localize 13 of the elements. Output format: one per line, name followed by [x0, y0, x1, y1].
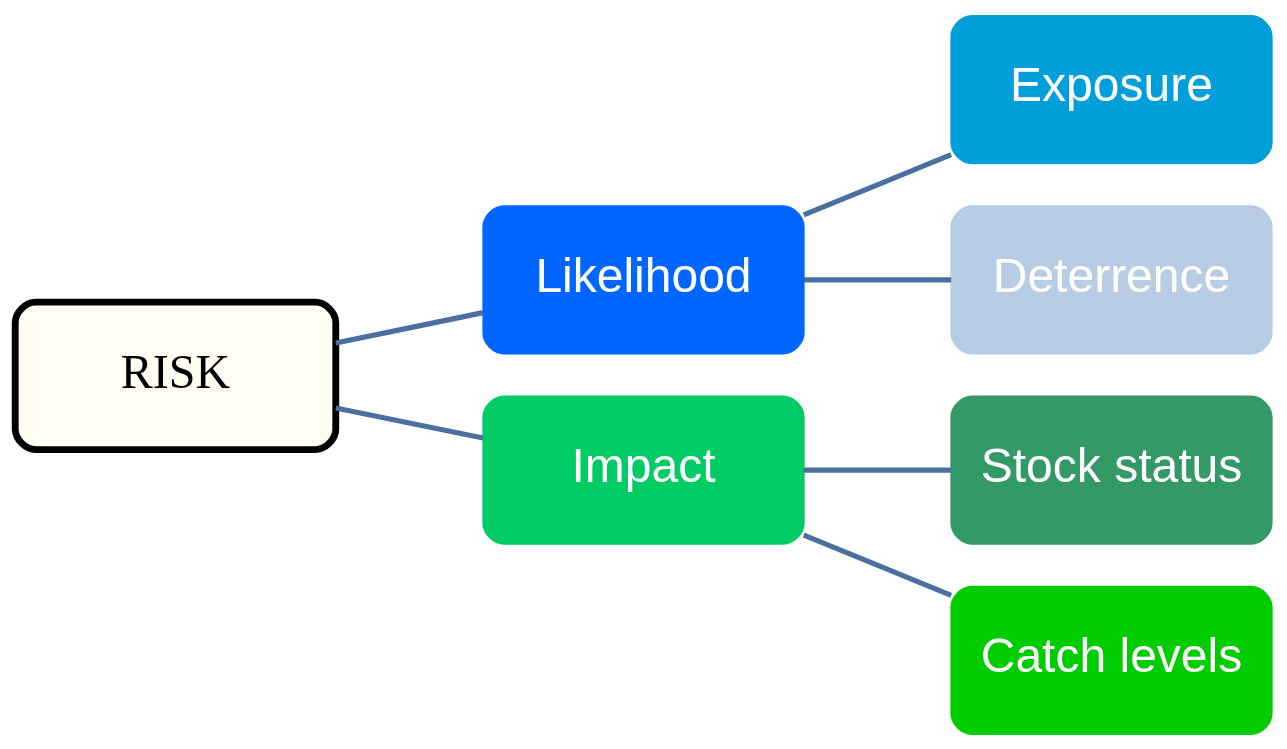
node-box: Catch levels: [950, 585, 1273, 735]
connector: [803, 276, 952, 282]
connector: [335, 405, 484, 440]
connector: [803, 467, 952, 473]
node-box: RISK: [11, 298, 340, 453]
node-box: Impact: [482, 395, 805, 545]
connector: [802, 151, 953, 217]
node-box: Exposure: [950, 14, 1273, 164]
node-box: Deterrence: [950, 204, 1273, 354]
node-box: Stock status: [950, 395, 1273, 545]
connector: [802, 532, 953, 598]
node-box: Likelihood: [482, 204, 805, 354]
connector: [335, 309, 484, 346]
